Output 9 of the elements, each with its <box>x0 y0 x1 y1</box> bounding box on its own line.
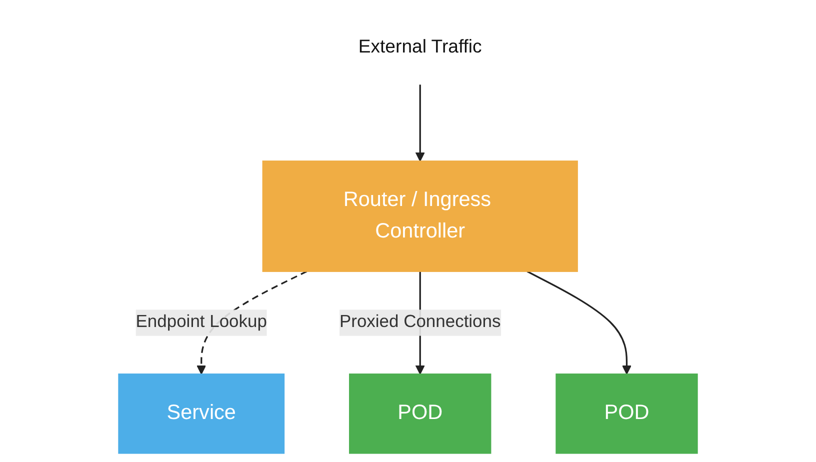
node-box: Router / Ingress Controller <box>262 160 578 272</box>
node-box: Service <box>118 374 285 454</box>
edge-label: Endpoint Lookup <box>136 312 267 332</box>
arrow <box>526 270 632 375</box>
node-box: POD <box>556 374 698 454</box>
arrow <box>415 84 425 162</box>
node-text: External Traffic <box>358 36 482 57</box>
edge-label: Proxied Connections <box>339 312 501 332</box>
node-box: POD <box>349 374 492 454</box>
